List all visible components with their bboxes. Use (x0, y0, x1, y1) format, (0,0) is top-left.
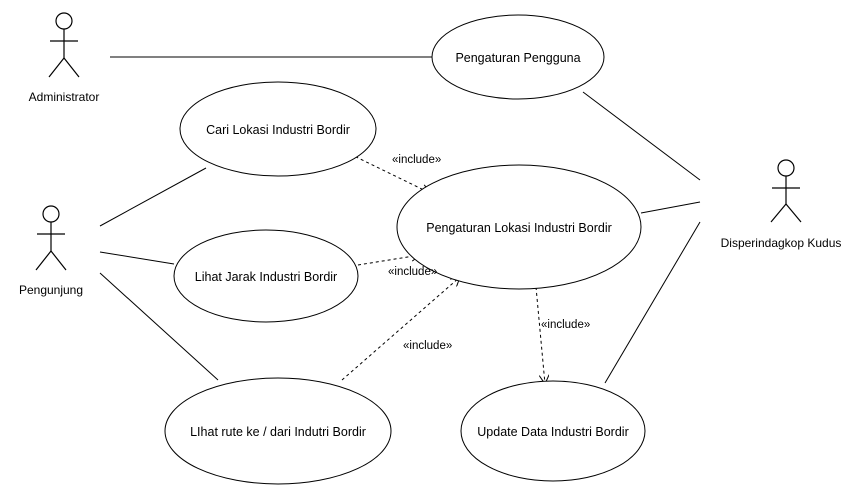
actor-stick-figure-icon (35, 205, 67, 271)
usecase-label: Cari Lokasi Industri Bordir (206, 123, 350, 137)
usecase-label: Update Data Industri Bordir (477, 425, 628, 439)
actor-pengunjung: Pengunjung (19, 205, 83, 297)
actor-label: Administrator (29, 90, 100, 104)
usecase-label: LIhat rute ke / dari Indutri Bordir (190, 425, 366, 439)
assoc-disperindagkop-pengaturan-lokasi (640, 201, 701, 214)
actor-label: Disperindagkop Kudus (721, 236, 842, 250)
include-label-update-data: «include» (541, 319, 590, 331)
assoc-pengunjung-cari-lokasi (99, 167, 207, 227)
include-arrow-update-data (535, 286, 545, 384)
include-label-lihat-jarak: «include» (388, 266, 437, 278)
include-label-lihat-rute: «include» (403, 340, 452, 352)
actor-administrator: Administrator (29, 12, 100, 104)
include-arrow-lihat-jarak (357, 255, 420, 266)
actor-stick-figure-icon (48, 12, 80, 78)
usecase-pengaturan-pengguna: Pengaturan Pengguna (431, 14, 605, 100)
usecase-cari-lokasi-industri-bordir: Cari Lokasi Industri Bordir (179, 81, 377, 177)
assoc-pengunjung-lihat-rute (99, 272, 219, 381)
usecase-update-data-industri-bordir: Update Data Industri Bordir (460, 380, 646, 482)
usecase-label: Pengaturan Lokasi Industri Bordir (426, 221, 612, 235)
usecase-lihat-rute: LIhat rute ke / dari Indutri Bordir (164, 377, 392, 485)
usecase-pengaturan-lokasi-industri-bordir: Pengaturan Lokasi Industri Bordir (396, 164, 642, 290)
assoc-disperindagkop-pengaturan-pengguna (582, 91, 701, 181)
actor-label: Pengunjung (19, 283, 83, 297)
assoc-pengunjung-lihat-jarak (99, 251, 175, 265)
include-arrow-lihat-rute (341, 277, 460, 381)
assoc-disperindagkop-update-data (604, 221, 701, 384)
usecase-label: Pengaturan Pengguna (455, 51, 580, 65)
include-arrow-cari-lokasi (349, 153, 430, 193)
actor-stick-figure-icon (770, 159, 802, 223)
usecase-label: Lihat Jarak Industri Bordir (195, 270, 337, 284)
usecase-lihat-jarak-industri-bordir: Lihat Jarak Industri Bordir (173, 229, 359, 323)
include-label-cari-lokasi: «include» (392, 154, 441, 166)
actor-disperindagkop-kudus: Disperindagkop Kudus (721, 159, 842, 250)
